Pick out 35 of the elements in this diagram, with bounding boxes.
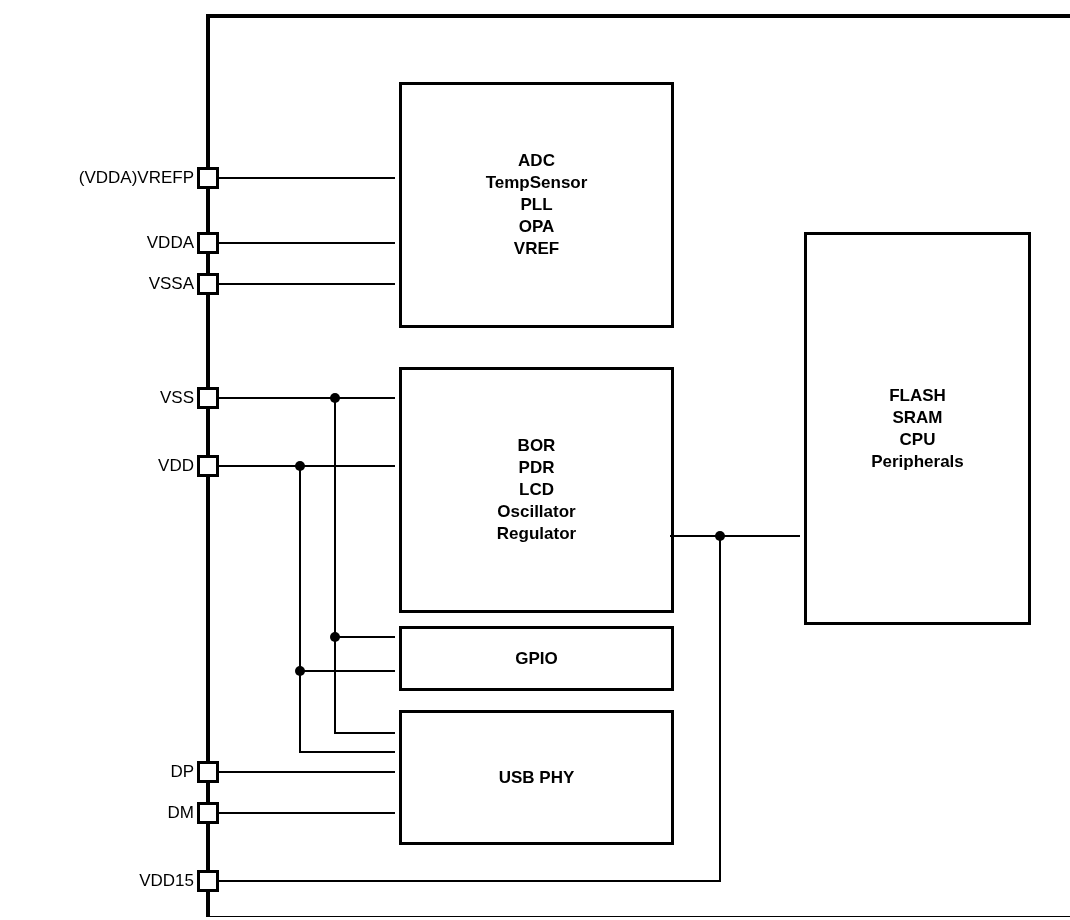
block-label: FLASH [889, 384, 946, 407]
pin-label: (VDDA)VREFP [78, 168, 194, 188]
block-label: USB PHY [498, 766, 575, 789]
pin-label: VSSA [148, 274, 194, 294]
chip-outline [206, 14, 1070, 917]
block-label: SRAM [892, 406, 943, 429]
block-label: BOR [517, 435, 556, 457]
connector-line [218, 177, 396, 179]
connector-line [218, 771, 396, 773]
pin-label: VDD15 [139, 871, 194, 891]
block-label: Peripherals [871, 450, 964, 473]
connector-line [218, 283, 396, 285]
block-label: Regulator [496, 523, 577, 545]
pin-label: VDDA [146, 233, 194, 253]
function-block [804, 232, 1031, 625]
function-block [399, 626, 674, 691]
block-label: LCD [519, 479, 554, 501]
connector-line [218, 812, 396, 814]
function-block [399, 710, 674, 845]
block-label: OPA [518, 216, 555, 238]
connector-line [218, 242, 396, 244]
function-block [399, 82, 674, 328]
block-label: VREF [513, 238, 560, 260]
pin-label: DM [167, 803, 194, 823]
block-label: ADC [518, 150, 555, 172]
block-label: TempSensor [485, 172, 588, 194]
block-label: PLL [520, 194, 553, 216]
block-label: GPIO [515, 647, 558, 670]
block-label: CPU [899, 428, 936, 451]
function-block [399, 367, 674, 613]
block-label: PDR [518, 457, 555, 479]
pin-label: VSS [159, 388, 194, 408]
block-label: Oscillator [497, 501, 576, 523]
pin-label: VDD [158, 456, 194, 476]
pin-label: DP [170, 762, 194, 782]
